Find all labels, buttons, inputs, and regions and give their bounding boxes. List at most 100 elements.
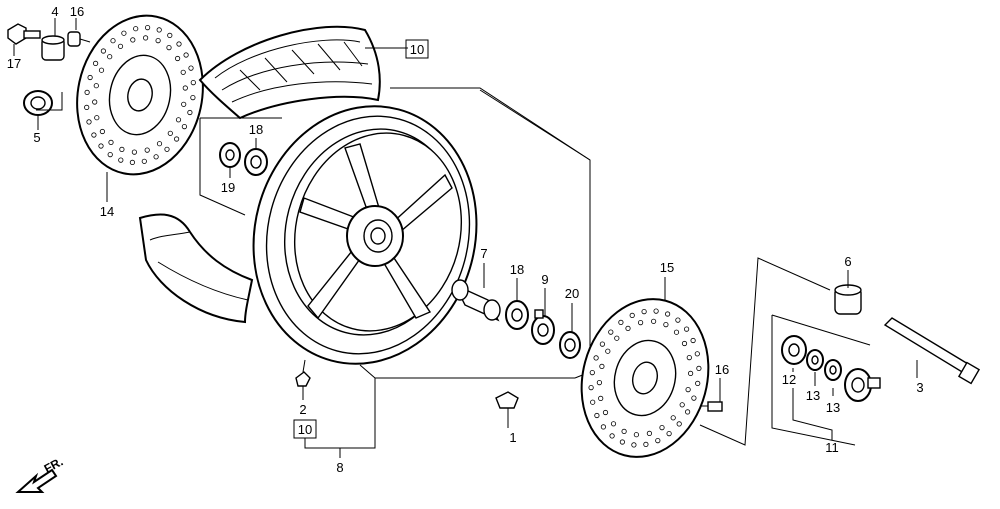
right-brake-disc — [580, 298, 710, 458]
disc-drill-hole — [691, 395, 697, 401]
collar-6 — [834, 284, 862, 315]
disc-drill-hole — [93, 83, 99, 89]
disc-drill-hole — [93, 60, 99, 67]
disc-drill-hole — [594, 412, 600, 419]
callout-16-lower: 16 — [715, 362, 729, 377]
disc-drill-hole — [679, 402, 685, 408]
disc-drill-hole — [633, 432, 640, 438]
callout-10-upper: 10 — [410, 42, 424, 57]
disc-drill-hole — [166, 44, 172, 51]
disc-drill-hole — [666, 430, 672, 437]
disc-drill-hole — [683, 326, 690, 332]
disc-drill-hole — [599, 341, 606, 347]
disc-drill-hole — [646, 430, 653, 436]
wheel-rim — [252, 105, 478, 365]
callout-5: 5 — [33, 130, 40, 145]
disc-drill-hole — [650, 318, 657, 324]
bolt-17 — [7, 23, 41, 45]
bolt-16-upper — [67, 31, 91, 47]
disc-drill-hole — [663, 321, 669, 328]
disc-drill-hole — [684, 409, 691, 415]
disc-drill-hole — [653, 308, 659, 314]
disc-drill-hole — [599, 363, 605, 369]
disc-drill-hole — [188, 65, 194, 71]
disc-drill-hole — [183, 52, 189, 58]
disc-drill-hole — [107, 54, 113, 60]
disc-drill-hole — [596, 379, 603, 386]
bearing-18-upper — [244, 148, 268, 176]
disc-drill-hole — [164, 146, 170, 152]
disc-drill-hole — [609, 433, 615, 439]
callout-17: 17 — [7, 56, 21, 71]
disc-drill-hole — [681, 340, 688, 347]
callout-6: 6 — [844, 254, 851, 269]
collar-5 — [23, 90, 53, 116]
callout-11: 11 — [825, 440, 839, 455]
disc-drill-hole — [190, 80, 196, 86]
disc-drill-hole — [130, 37, 136, 43]
disc-drill-hole — [187, 109, 193, 116]
disc-drill-hole — [117, 43, 124, 49]
disc-drill-hole — [98, 67, 105, 73]
disc-drill-hole — [107, 152, 113, 158]
disc-drill-hole — [608, 329, 614, 335]
disc-drill-hole — [618, 319, 624, 325]
disc-drill-hole — [121, 30, 127, 36]
callout-20: 20 — [565, 286, 579, 301]
washer-13b — [824, 359, 842, 381]
disc-drill-hole — [129, 159, 135, 165]
callout-19: 19 — [221, 180, 235, 195]
disc-drill-hole — [153, 154, 159, 160]
disc-drill-hole — [593, 355, 599, 361]
disc-drill-hole — [655, 437, 661, 444]
bearing-19 — [219, 142, 241, 168]
disc-drill-hole — [167, 32, 173, 39]
disc-drill-hole — [94, 115, 100, 121]
disc-drill-hole — [696, 365, 702, 371]
disc-drill-hole — [664, 311, 671, 317]
callout-8: 8 — [336, 460, 343, 475]
disc-drill-hole — [99, 128, 106, 135]
disc-drill-hole — [621, 428, 627, 434]
callout-14: 14 — [100, 204, 114, 219]
spacer-4 — [41, 35, 65, 61]
disc-drill-hole — [175, 55, 181, 62]
disc-drill-hole — [605, 348, 611, 354]
valve-2 — [295, 359, 311, 387]
callout-15: 15 — [660, 260, 674, 275]
callout-9: 9 — [541, 272, 548, 287]
disc-drill-hole — [84, 89, 90, 96]
disc-drill-hole — [131, 149, 137, 155]
disc-drill-hole — [176, 41, 182, 47]
disc-drill-hole — [695, 380, 701, 386]
front-direction-arrow — [15, 468, 58, 493]
left-brake-disc — [76, 14, 204, 176]
callout-13-left: 13 — [806, 388, 820, 403]
callout-3: 3 — [916, 380, 923, 395]
callout-13-right: 13 — [826, 400, 840, 415]
axle-3 — [883, 317, 981, 385]
disc-drill-hole — [145, 24, 151, 31]
callout-2: 2 — [299, 402, 306, 417]
disc-drill-hole — [685, 386, 691, 393]
collar-7 — [451, 279, 501, 322]
disc-drill-hole — [133, 26, 139, 32]
disc-drill-hole — [687, 370, 694, 376]
gearbox-11 — [844, 368, 881, 402]
disc-drill-hole — [181, 101, 187, 107]
callout-18-upper: 18 — [249, 122, 263, 137]
disc-drill-hole — [629, 312, 635, 318]
disc-drill-hole — [182, 85, 188, 91]
disc-drill-hole — [167, 130, 173, 136]
disc-drill-hole — [619, 439, 626, 445]
bearing-18-right — [505, 300, 529, 330]
ref-box-10-upper — [405, 39, 429, 59]
disc-drill-hole — [670, 415, 676, 421]
disc-drill-hole — [144, 147, 150, 153]
tire-lower-section — [138, 213, 254, 324]
disc-drill-hole — [589, 369, 595, 376]
disc-drill-hole — [156, 141, 163, 147]
disc-drill-hole — [673, 329, 680, 335]
